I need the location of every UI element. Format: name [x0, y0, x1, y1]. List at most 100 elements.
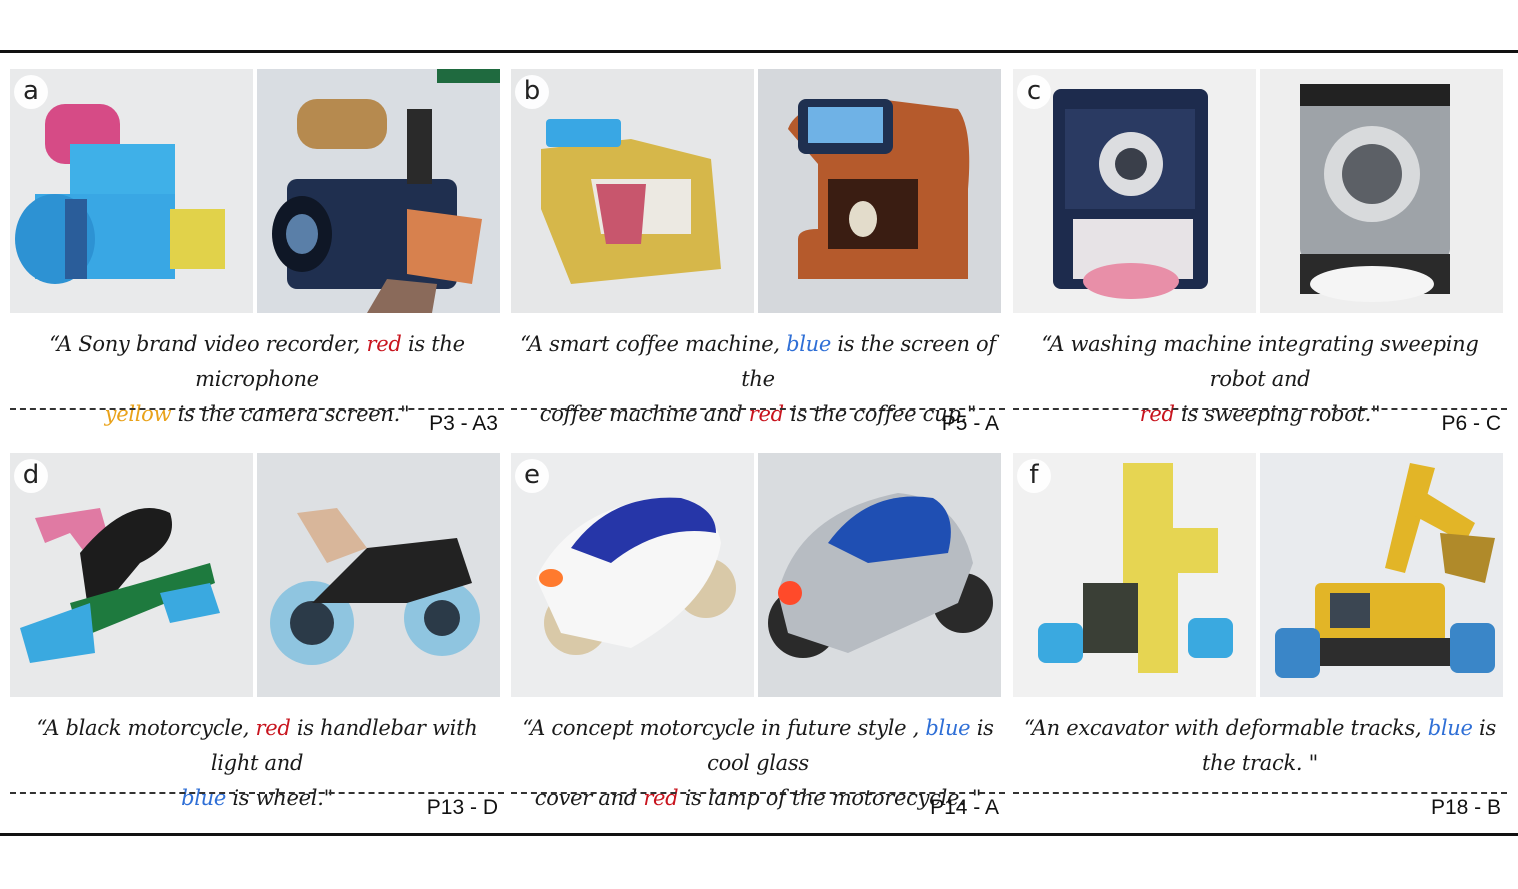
caption-text: is [1472, 716, 1496, 740]
foam-prototype-image: b [511, 69, 754, 313]
highlight-blue: blue [925, 716, 971, 740]
black-motorcycle-icon [257, 453, 500, 697]
foam-prototype-image: e [511, 453, 754, 697]
caption-line-1: “A smart coffee machine, blue is the scr… [511, 327, 1005, 397]
image-pair: c [1013, 69, 1507, 313]
caption-line-2: the track. " [1013, 746, 1507, 781]
highlight-blue: blue [181, 786, 226, 810]
caption-text: is handlebar with light and [210, 716, 478, 775]
foam-prototype-image: d [10, 453, 253, 697]
panel-d: d “A black motorcycle, red is handlebar … [10, 453, 504, 819]
caption-text: “A smart coffee machine, [520, 332, 787, 356]
silver-concept-motorcycle-icon [758, 453, 1001, 697]
panel-caption: “A Sony brand video recorder, red is the… [10, 327, 504, 432]
highlight-blue: blue [786, 332, 831, 356]
dashed-divider [1013, 408, 1507, 410]
caption-text: is the microphone [195, 332, 465, 391]
foam-prototype-image: c [1013, 69, 1256, 313]
panel-letter: b [515, 75, 549, 109]
dashed-divider [10, 408, 504, 410]
panel-c: c “A washing machine integrating sweepin… [1013, 69, 1507, 435]
panel-letter: e [515, 459, 549, 493]
highlight-blue: blue [1427, 716, 1473, 740]
panel-caption: “A concept motorcycle in future style , … [511, 711, 1005, 816]
washing-machine-prototype-icon [1013, 69, 1256, 313]
rendered-image [257, 453, 500, 697]
panel-caption: “A smart coffee machine, blue is the scr… [511, 327, 1005, 432]
foam-video-recorder-icon [10, 69, 253, 313]
caption-line-2: yellow is the camera screen." [10, 397, 504, 432]
highlight-red: red [643, 786, 679, 810]
caption-line-1: “A Sony brand video recorder, red is the… [10, 327, 504, 397]
caption-text: “A concept motorcycle in future style , [522, 716, 926, 740]
caption-line-1: “A washing machine integrating sweeping … [1013, 327, 1507, 397]
foam-excavator-icon [1013, 453, 1256, 697]
washing-machine-robot-icon [1260, 69, 1503, 313]
caption-text: “A black motorcycle, [36, 716, 256, 740]
caption-text: “A washing machine integrating sweeping … [1041, 332, 1479, 391]
caption-text: “An excavator with deformable tracks, [1024, 716, 1428, 740]
caption-text: is the camera screen." [171, 402, 410, 426]
panel-f: f “An excavator with deformable tracks, … [1013, 453, 1507, 819]
rendered-image [1260, 69, 1503, 313]
rendered-image [758, 453, 1001, 697]
participant-label: P5 - A [941, 412, 999, 435]
highlight-red: red [255, 716, 291, 740]
dashed-divider [511, 792, 1005, 794]
highlight-yellow: yellow [104, 402, 172, 426]
dashed-divider [1013, 792, 1507, 794]
caption-text: is the coffee cup." [783, 402, 977, 426]
participant-label: P13 - D [426, 796, 498, 819]
image-pair: e [511, 453, 1005, 697]
rendered-image [1260, 453, 1503, 697]
caption-text: is sweeping robot." [1174, 402, 1381, 426]
caption-text: coffee machine and [539, 402, 749, 426]
image-pair: f [1013, 453, 1507, 697]
caption-line-2: coffee machine and red is the coffee cup… [511, 397, 1005, 432]
foam-prototype-image: f [1013, 453, 1256, 697]
top-rule [0, 50, 1518, 53]
foam-concept-motorcycle-icon [511, 453, 754, 697]
panel-letter: c [1017, 75, 1051, 109]
image-pair: a [10, 69, 504, 313]
caption-text: “A Sony brand video recorder, [49, 332, 367, 356]
caption-text: cover and [534, 786, 644, 810]
participant-label: P14 - A [930, 796, 999, 819]
panel-letter: a [14, 75, 48, 109]
highlight-red: red [366, 332, 402, 356]
caption-line-1: “A concept motorcycle in future style , … [511, 711, 1005, 781]
sony-video-recorder-icon [257, 69, 500, 313]
rendered-image [758, 69, 1001, 313]
caption-text: is cool glass [707, 716, 994, 775]
dashed-divider [511, 408, 1005, 410]
highlight-red: red [1139, 402, 1175, 426]
image-pair: d [10, 453, 504, 697]
dashed-divider [10, 792, 504, 794]
panel-b: b “A smart coffee machine, blue is the s… [511, 69, 1005, 435]
caption-line-1: “An excavator with deformable tracks, bl… [1013, 711, 1507, 746]
panel-a: a “A Sony brand video recorder, red is t… [10, 69, 504, 435]
bottom-rule [0, 833, 1518, 836]
image-pair: b [511, 69, 1005, 313]
panel-caption: “A black motorcycle, red is handlebar wi… [10, 711, 504, 816]
panel-caption: “An excavator with deformable tracks, bl… [1013, 711, 1507, 781]
yellow-excavator-icon [1260, 453, 1503, 697]
highlight-red: red [748, 402, 784, 426]
participant-label: P3 - A3 [429, 412, 498, 435]
rendered-image [257, 69, 500, 313]
caption-text: is the screen of the [741, 332, 996, 391]
participant-label: P6 - C [1441, 412, 1501, 435]
panel-letter: d [14, 459, 48, 493]
caption-line-2: cover and red is lamp of the motorecycle… [511, 781, 1005, 816]
caption-line-2: red is sweeping robot." [1013, 397, 1507, 432]
copper-coffee-machine-icon [758, 69, 1001, 313]
caption-text: the track. " [1202, 751, 1318, 775]
panel-e: e “A concept motorcycle in future style … [511, 453, 1005, 819]
foam-prototype-image: a [10, 69, 253, 313]
participant-label: P18 - B [1430, 796, 1501, 819]
caption-line-1: “A black motorcycle, red is handlebar wi… [10, 711, 504, 781]
caption-text: is wheel." [225, 786, 333, 810]
panel-letter: f [1017, 459, 1051, 493]
panel-caption: “A washing machine integrating sweeping … [1013, 327, 1507, 432]
caption-text: is lamp of the motorecycle. " [678, 786, 982, 810]
